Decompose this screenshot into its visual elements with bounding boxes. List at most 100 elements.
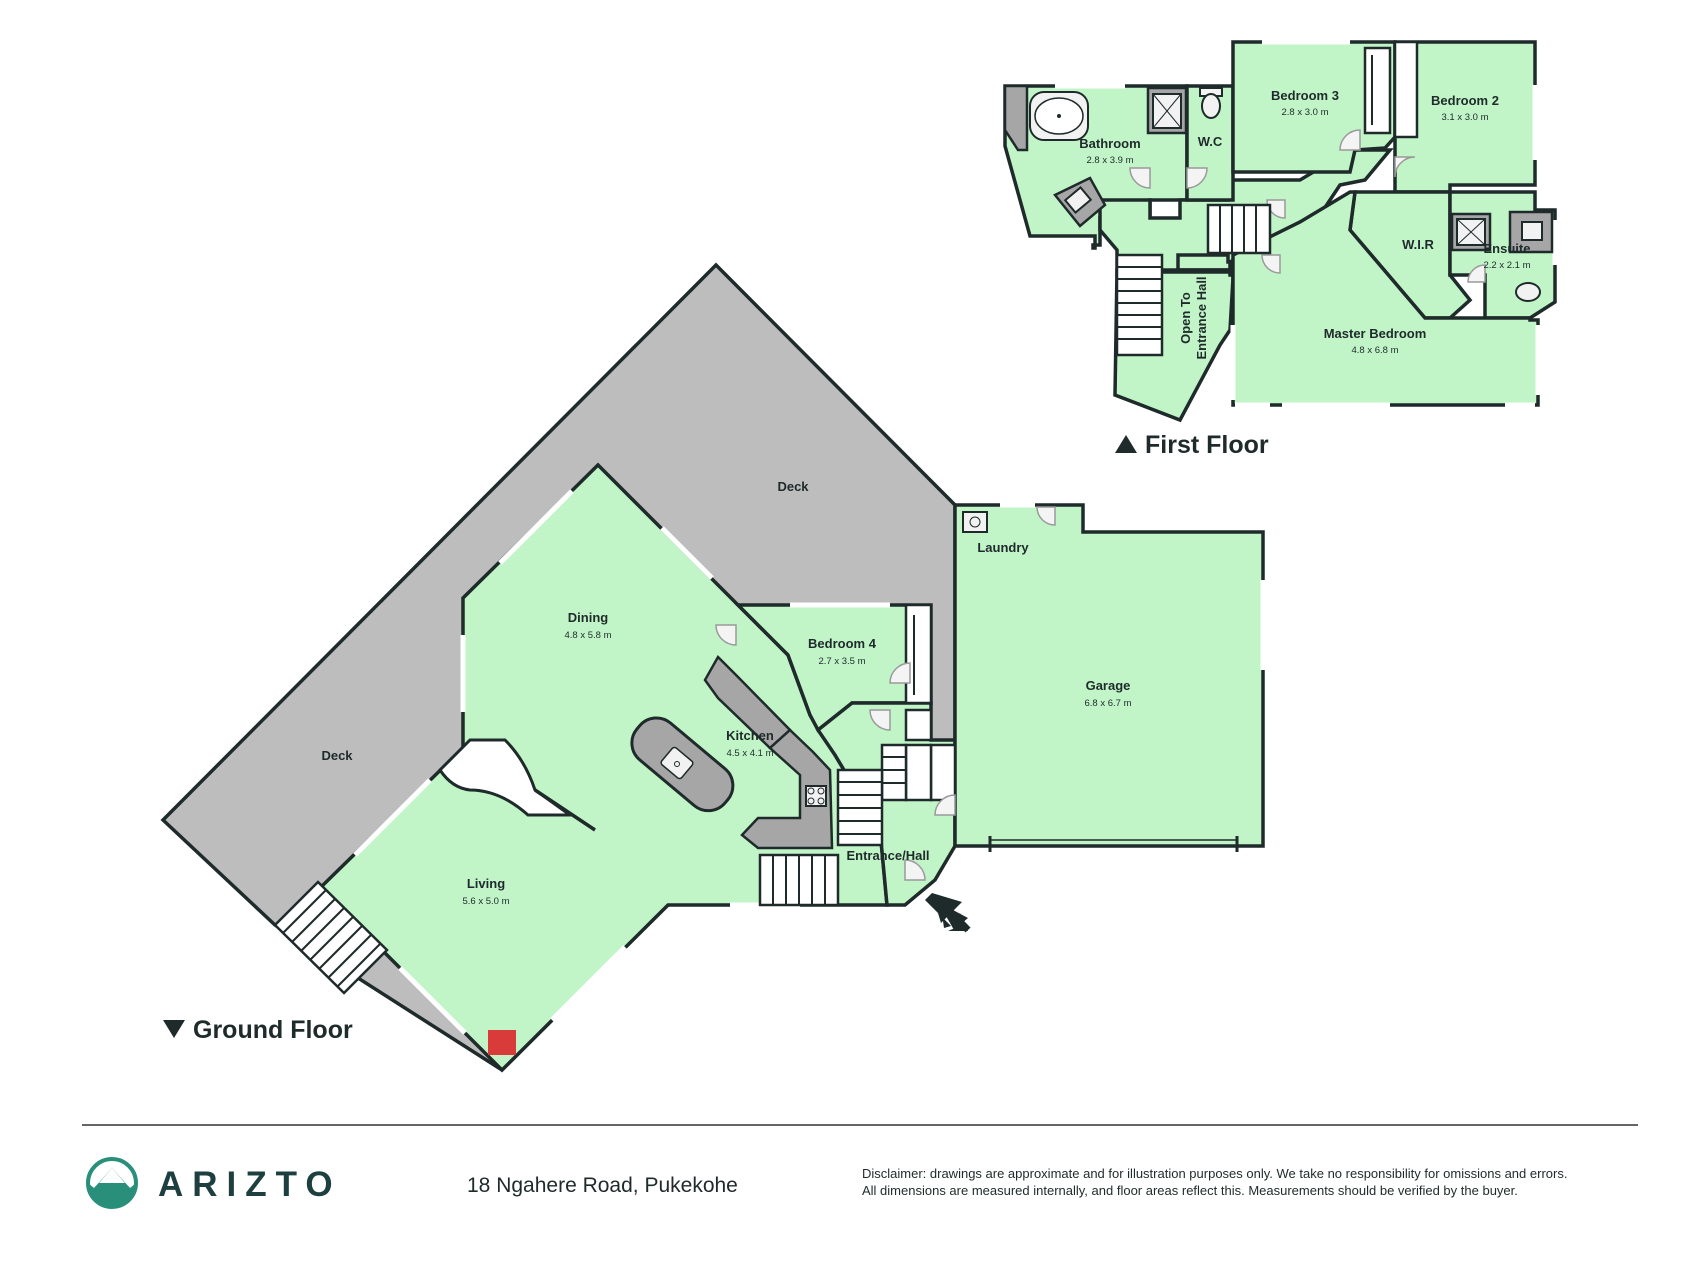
living-divider-wall [534, 788, 596, 832]
room-label-deck-left: Deck [321, 748, 353, 763]
door-bedroom-3 [1339, 129, 1361, 151]
bathtub-drain [1057, 114, 1061, 118]
door-landing [1266, 199, 1286, 219]
room-dims-dining: 4.8 x 5.8 m [565, 630, 612, 641]
deck-step [282, 889, 327, 934]
door-laundry [1036, 506, 1056, 526]
kitchen-sink-drain [674, 761, 680, 767]
window-dining-nw [498, 489, 574, 565]
room-label-deck-upper: Deck [777, 479, 809, 494]
entry-arrow-head [932, 893, 962, 923]
disclaimer-line-2: All dimensions are measured internally, … [862, 1183, 1518, 1198]
arizto-logo-icon [86, 1157, 138, 1209]
door-bedroom-4 [889, 662, 911, 684]
brand-name: ARIZTO [158, 1165, 342, 1204]
room-label-dining: Dining [568, 610, 608, 625]
property-address: 18 Ngahere Road, Pukekohe [467, 1174, 738, 1197]
room-label-wc: W.C [1198, 134, 1223, 149]
footer: ARIZTO 18 Ngahere Road, Pukekohe Disclai… [82, 1124, 1638, 1209]
deck-steps [273, 880, 389, 995]
deck-step [309, 916, 354, 961]
first-floor-label: First Floor [1145, 431, 1269, 459]
ensuite-basin [1521, 221, 1543, 241]
ensuite-toilet [1515, 282, 1541, 302]
living-alcove [438, 738, 575, 817]
garage-laundry-area [953, 503, 1265, 848]
deck-step [291, 898, 336, 943]
bathroom-vanity-strip [1003, 84, 1029, 152]
hall-cupboard [904, 708, 933, 742]
cooktop [805, 785, 827, 807]
cooktop-burner [807, 787, 815, 795]
window-dining-ne [660, 526, 714, 580]
deck-step [300, 907, 345, 952]
ground-floor-marker-icon [163, 1020, 185, 1038]
bedroom-4-wardrobe [904, 603, 933, 705]
room-label-master-bedroom: Master Bedroom [1324, 326, 1427, 341]
room-dims-bedroom-4: 2.7 x 3.5 m [819, 656, 866, 667]
room-label-wir: W.I.R [1402, 237, 1434, 252]
laundry-tub-drain [969, 516, 981, 528]
cooktop-burner [807, 797, 815, 805]
deck-step [318, 925, 363, 970]
room-label-bedroom-3: Bedroom 3 [1271, 88, 1339, 103]
room-dims-bedroom-2: 3.1 x 3.0 m [1442, 112, 1489, 123]
room-dims-bedroom-3: 2.8 x 3.0 m [1282, 107, 1329, 118]
room-dims-master-bedroom: 4.8 x 6.8 m [1352, 345, 1399, 356]
bedroom-3-wardrobe [1363, 46, 1392, 135]
understair-cupboard [904, 743, 933, 802]
master-bedroom-area [1231, 190, 1540, 407]
door-wc [1186, 167, 1208, 189]
deck-step [327, 934, 372, 979]
room-label-laundry: Laundry [977, 540, 1029, 555]
room-dims-bathroom: 2.8 x 3.9 m [1087, 155, 1134, 166]
window-living-sw [398, 966, 467, 1035]
kitchen-sink [660, 746, 694, 780]
staircase-first [1115, 203, 1272, 357]
room-dims-ensuite: 2.2 x 2.1 m [1484, 260, 1531, 271]
cooktop-burner [817, 787, 825, 795]
open-to-hall-line1: Open To [1178, 292, 1193, 344]
bedroom-2-area [1393, 40, 1537, 194]
hall-cupboard-lower [929, 743, 957, 802]
room-label-ensuite: Ensuite [1484, 241, 1531, 256]
door-front-entry [904, 859, 926, 881]
door-bathroom [1129, 167, 1151, 189]
bathroom-basin [1063, 186, 1093, 214]
room-dims-garage: 6.8 x 6.7 m [1085, 698, 1132, 709]
ensuite-shower-cross [1456, 218, 1486, 246]
window-living-se [550, 945, 627, 1022]
room-label-bedroom-2: Bedroom 2 [1431, 93, 1499, 108]
kitchen-bench-right [740, 728, 834, 850]
room-dims-living: 5.6 x 5.0 m [463, 896, 510, 907]
deck-step [336, 943, 381, 988]
door-garage-hall [934, 794, 956, 816]
first-floor-plan: Bathroom 2.8 x 3.9 m W.C Bedroom 3 2.8 x… [1003, 39, 1558, 459]
door-master [1261, 254, 1281, 274]
stair-flight-upper [880, 743, 908, 802]
ground-floor-label: Ground Floor [193, 1016, 353, 1044]
room-dims-kitchen: 4.5 x 4.1 m [727, 748, 774, 759]
door-hall-closet [869, 709, 891, 731]
room-label-bathroom: Bathroom [1079, 136, 1140, 151]
ground-floor-plan: Deck Deck Dining 4.8 x 5.8 m Kitchen 4.5… [160, 262, 1266, 1073]
upper-stair-flight-top [1206, 203, 1272, 255]
laundry-tub [962, 511, 988, 533]
shower-tray-cross [1152, 93, 1182, 129]
fireplace-marker [488, 1030, 516, 1055]
door-dining [715, 624, 737, 646]
disclaimer-line-1: Disclaimer: drawings are approximate and… [862, 1166, 1567, 1181]
staircase-ground [758, 743, 908, 907]
cooktop-burner [817, 797, 825, 805]
room-label-garage: Garage [1086, 678, 1131, 693]
door-ensuite [1467, 264, 1486, 283]
room-label-bedroom-4: Bedroom 4 [808, 636, 877, 651]
wc-toilet [1201, 93, 1221, 119]
window-living-w [353, 778, 432, 857]
room-label-kitchen: Kitchen [726, 728, 774, 743]
open-to-hall-line2: Entrance Hall [1194, 276, 1209, 359]
bedroom-2-wardrobe [1393, 40, 1419, 139]
room-label-entrance-hall: Entrance/Hall [846, 848, 929, 863]
room-label-living: Living [467, 876, 505, 891]
